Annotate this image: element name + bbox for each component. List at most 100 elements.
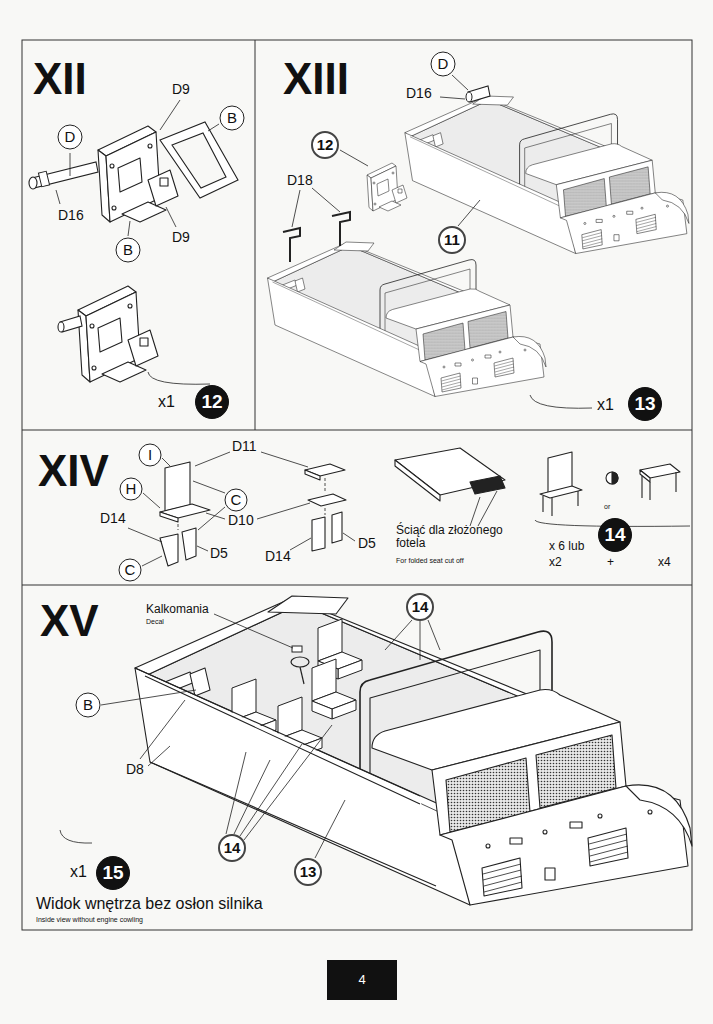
step-xiii-drawing	[283, 228, 300, 262]
step-xiv-drawing	[395, 448, 505, 495]
leader-line	[128, 452, 690, 566]
quantity-note: or	[604, 503, 610, 510]
callout-circle	[120, 478, 142, 500]
page-frame	[22, 430, 692, 431]
step-heading: XIV	[38, 448, 109, 494]
part-letter: C	[118, 558, 142, 582]
quantity: x1	[158, 394, 175, 411]
leader-line	[315, 800, 345, 858]
leader-line	[261, 452, 308, 467]
step-xii-drawing	[38, 171, 49, 187]
leader-line	[195, 452, 230, 466]
part-letter: C	[224, 488, 248, 512]
leader-line	[214, 614, 293, 648]
step-xiv-drawing	[612, 472, 618, 484]
part-letter-text: B	[123, 242, 133, 259]
step-xv-drawing	[292, 646, 302, 652]
callout-number: 13	[294, 858, 322, 886]
part-letter-text: C	[231, 492, 242, 509]
step-xiv-drawing	[308, 494, 346, 506]
step-xv-drawing	[135, 596, 692, 905]
step-xv-drawing	[312, 659, 356, 719]
part-label: D14	[265, 549, 291, 564]
leader-line	[385, 620, 412, 650]
part-label: D16	[406, 86, 432, 101]
part-label: D14	[100, 511, 126, 526]
page-number: 4	[327, 960, 397, 1000]
step-xiv-drawing	[606, 472, 618, 484]
callout-circle	[76, 693, 100, 717]
callout-circle	[219, 835, 245, 861]
callout-circle	[139, 444, 161, 466]
step-number: 13	[628, 387, 662, 421]
callout-circle	[196, 386, 229, 419]
leader-line	[343, 533, 355, 541]
part-label: D5	[358, 536, 376, 551]
leader-line	[428, 620, 440, 650]
step-xv-drawing	[291, 657, 309, 667]
part-label: D16	[58, 208, 84, 223]
leader-line	[148, 746, 170, 766]
leader-line	[458, 200, 480, 226]
part-letter: D	[57, 124, 83, 150]
leader-line	[143, 493, 160, 508]
step-xii-drawing	[78, 286, 158, 382]
step-xiv-drawing	[165, 462, 190, 511]
step-xiv-drawing	[543, 491, 578, 516]
leader-line	[312, 188, 340, 212]
page-number-box	[327, 960, 397, 1000]
leader-line	[178, 478, 325, 530]
step-xiv-drawing	[642, 472, 676, 500]
step-xiii-drawing	[367, 163, 407, 211]
callout-number-text: 14	[412, 599, 429, 616]
leader-line	[452, 75, 468, 90]
part-label: D9	[172, 82, 190, 97]
callout-number-text: 13	[634, 394, 655, 415]
leader-line	[166, 207, 176, 227]
step-xiii-drawing	[466, 92, 472, 102]
caption-note-translation: Inside view without engine cowling	[36, 916, 143, 923]
leader-line	[142, 556, 162, 566]
callout-circle	[225, 489, 247, 511]
part-letter-text: I	[148, 447, 152, 464]
part-letter-text: D	[65, 129, 76, 146]
leader-line	[193, 481, 225, 493]
leader-line	[240, 744, 302, 836]
part-letter: B	[219, 105, 245, 131]
callout-circle	[295, 859, 321, 885]
part-letter: B	[75, 692, 101, 718]
step-xv-drawing	[60, 596, 692, 905]
leader-line	[60, 830, 92, 843]
callout-number-text: 15	[102, 863, 123, 884]
part-letter-text: H	[126, 481, 137, 498]
step-xiii-drawing	[268, 75, 689, 408]
step-xiv-drawing	[305, 470, 320, 480]
page-number: 4	[358, 973, 365, 987]
step-heading: XV	[40, 598, 99, 644]
step-number: 14	[598, 518, 632, 552]
callout-circle	[431, 52, 455, 76]
note: Ściąć dla złożonego fotela	[396, 524, 514, 549]
step-number: 12	[195, 385, 229, 419]
step-xv-drawing	[300, 667, 304, 684]
leader-line	[198, 507, 225, 530]
part-label: D8	[126, 762, 144, 777]
step-xiv-drawing	[470, 476, 505, 494]
step-xiv-drawing	[182, 528, 196, 560]
step-xiv-drawing	[395, 460, 440, 501]
step-xii-drawing	[32, 162, 98, 188]
leader-line	[56, 100, 219, 384]
leader-line	[420, 621, 421, 660]
step-xii-drawing	[160, 122, 238, 198]
callout-number: 14	[218, 834, 246, 862]
callout-circle	[58, 125, 82, 149]
callout-circle	[439, 227, 465, 253]
page-frame	[22, 40, 692, 930]
step-xiii-drawing	[268, 242, 547, 397]
part-letter-text: B	[227, 110, 237, 127]
leader-line	[440, 97, 465, 99]
step-xii-drawing	[58, 322, 64, 332]
part-letter: I	[138, 443, 162, 467]
part-label: D11	[232, 439, 257, 454]
